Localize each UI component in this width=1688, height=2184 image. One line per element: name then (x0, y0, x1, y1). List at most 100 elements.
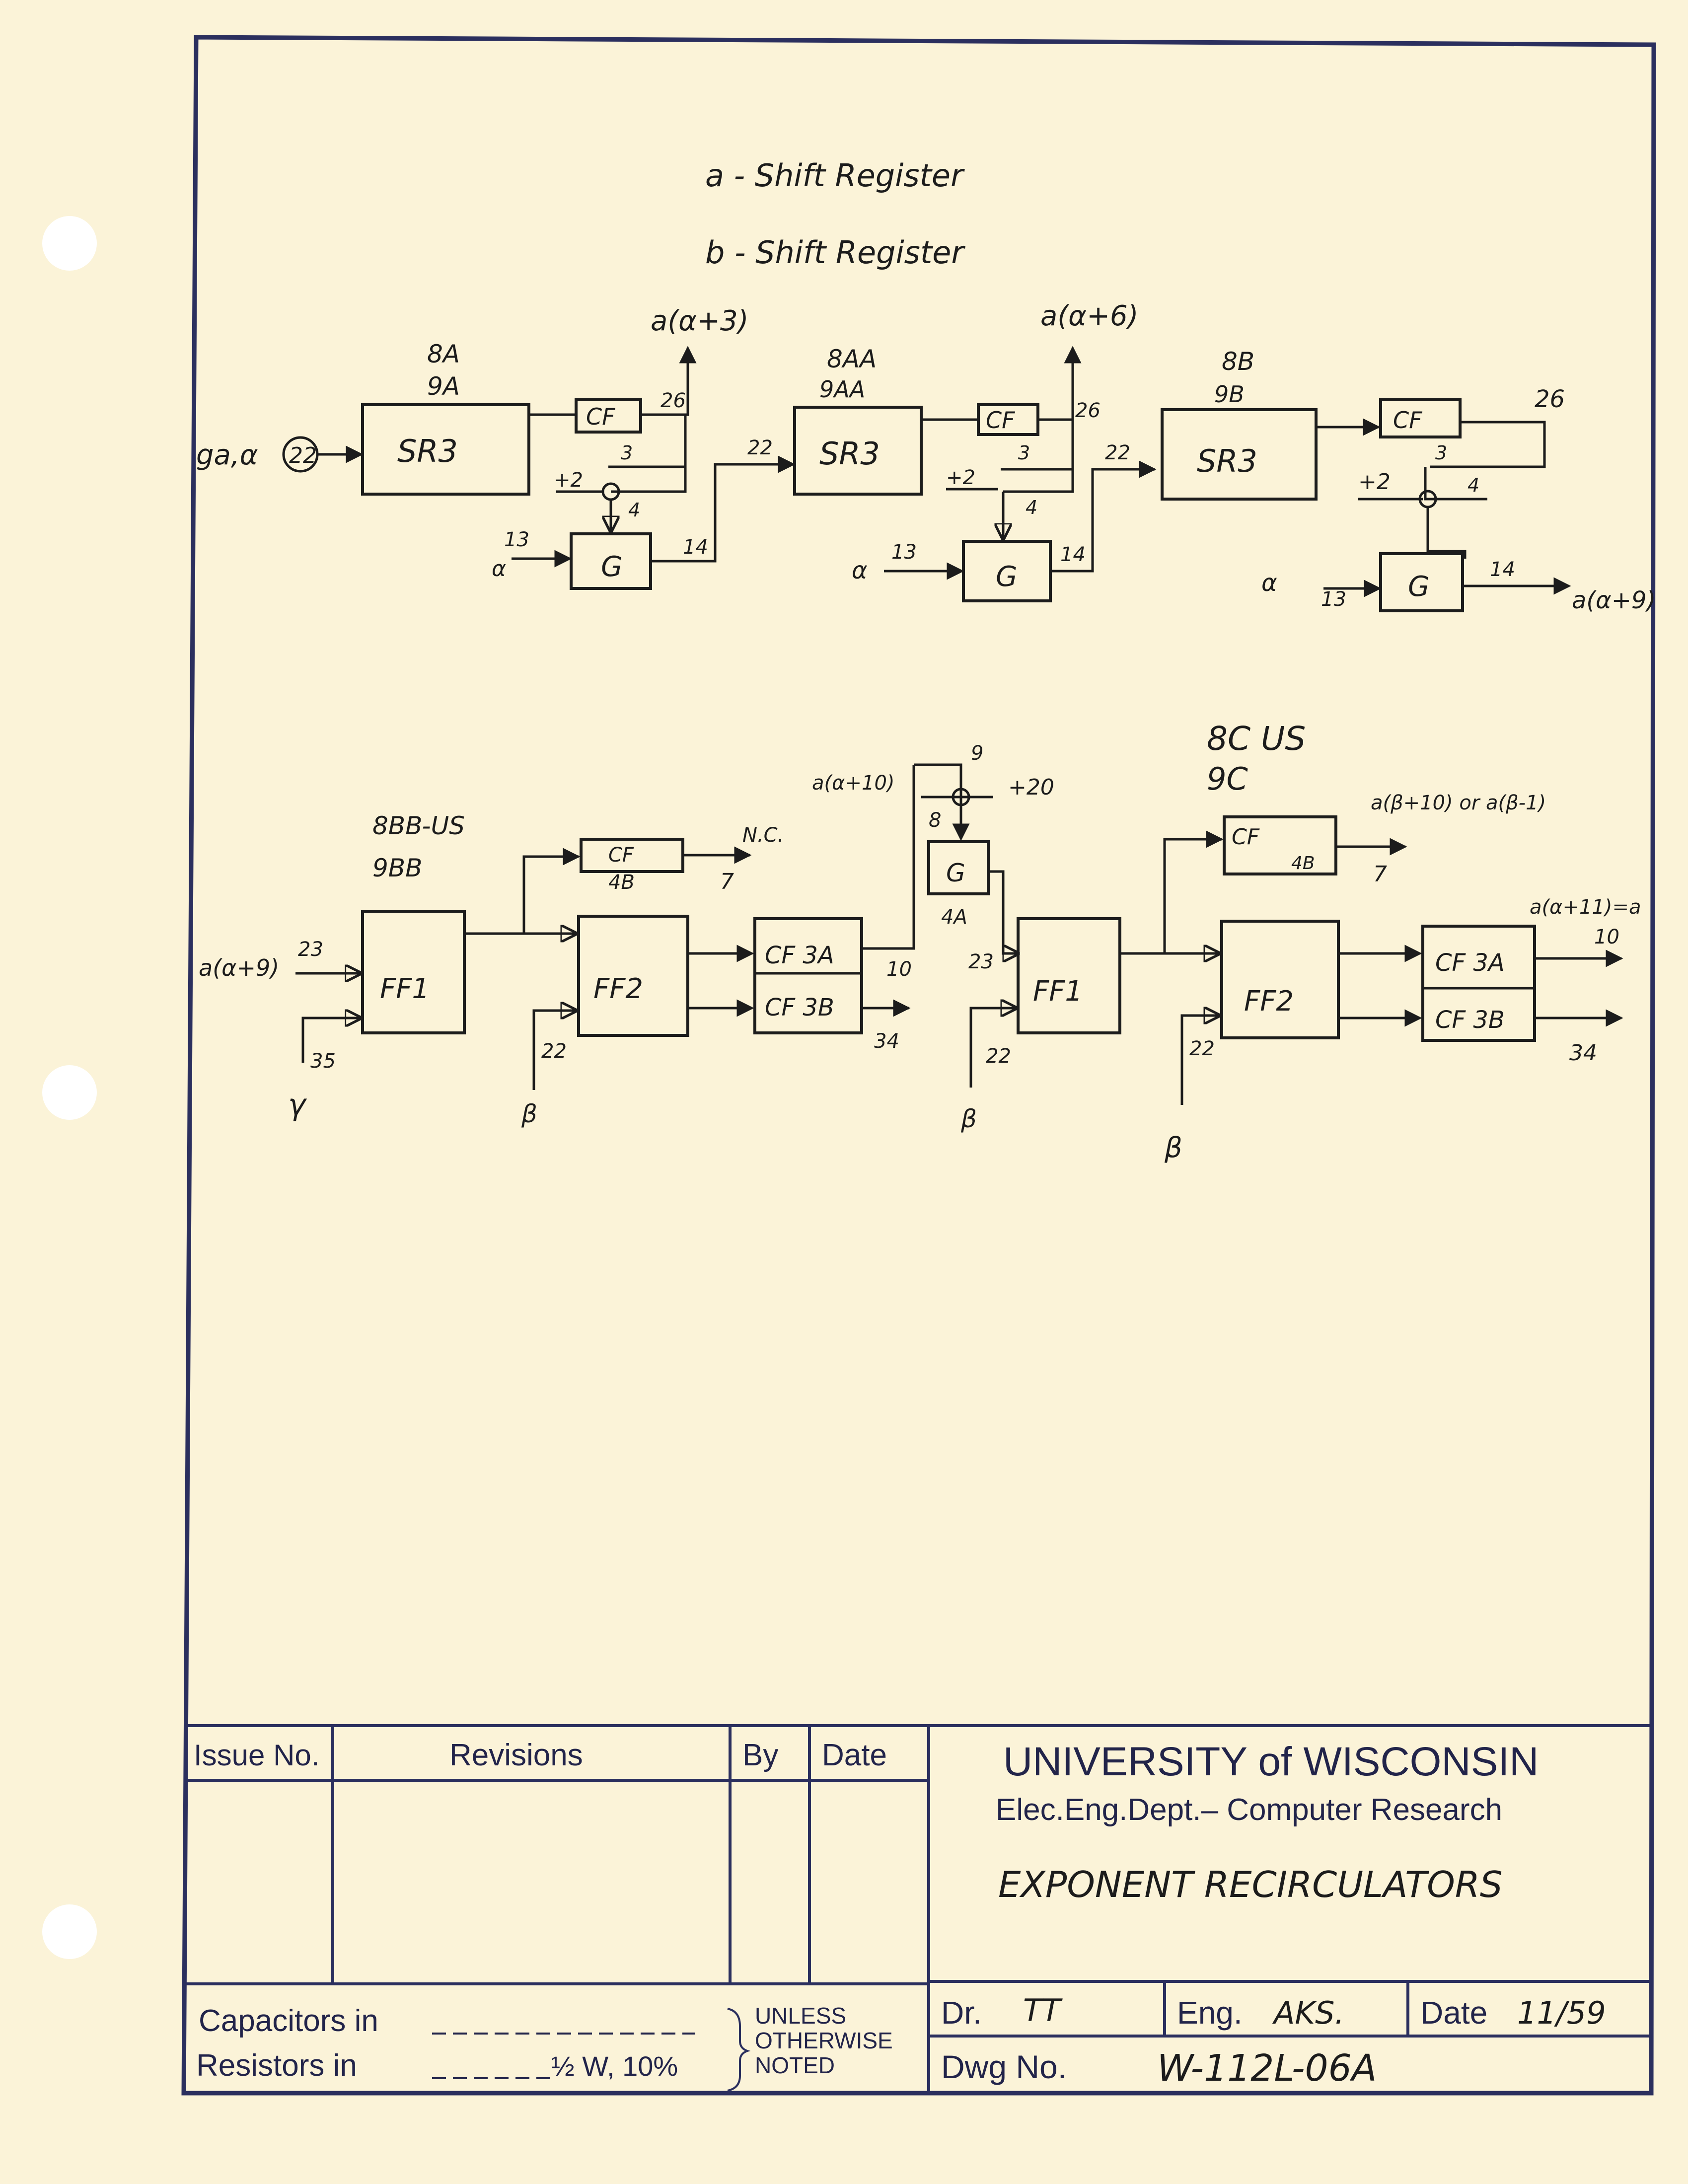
noted-text: NOTED (755, 2052, 835, 2078)
stage3-pin-26: 26 (1535, 385, 1565, 413)
mid-g-block (927, 840, 990, 895)
stage1-label-9a: 9A (427, 372, 460, 401)
header-line-b: b - Shift Register (705, 234, 965, 271)
drawn-by-value: TT (1023, 1992, 1063, 2029)
stage2-pin-13: 13 (891, 541, 917, 564)
stage1-pin-3: 3 (621, 442, 633, 464)
right-pin-34: 34 (1569, 1040, 1597, 1066)
stage2-g-label: G (996, 561, 1017, 593)
resistors-label: Resistors in (196, 2048, 357, 2083)
mid-plus20: +20 (1008, 775, 1054, 800)
stage1-output-wire (641, 346, 697, 416)
stage2-pin-14: 14 (1060, 543, 1086, 566)
drawing-title: EXPONENT RECIRCULATORS (998, 1864, 1503, 1905)
by-header: By (742, 1738, 778, 1772)
unless-brace (727, 2008, 751, 2092)
stage1-output-label: a(α+3) (651, 305, 748, 337)
mid-pin-8: 8 (929, 809, 941, 832)
stage2-cf-label: CF (986, 407, 1015, 434)
right-ff1-label: FF1 (1033, 975, 1083, 1008)
left-pin-10: 10 (886, 958, 912, 981)
punch-hole-top (42, 216, 97, 271)
stage2-output-wire (1038, 346, 1082, 421)
right-ff1-to-cf (1163, 830, 1224, 953)
otherwise-text: OTHERWISE (755, 2028, 893, 2053)
engineer-label: Eng. (1177, 1995, 1243, 2031)
stage1-label-8a: 8A (427, 340, 460, 368)
stage1-pin-4: 4 (628, 499, 640, 521)
stage3-pin-4: 4 (1468, 474, 1479, 496)
left-cf-sub: 4B (608, 871, 635, 894)
dwg-no-label: Dwg No. (941, 2048, 1067, 2085)
sign-date-value: 11/59 (1517, 1995, 1606, 2031)
stage3-g-label: G (1408, 571, 1429, 603)
right-pin-7: 7 (1373, 862, 1387, 887)
stage3-pin-3: 3 (1435, 442, 1447, 464)
stage3-label-8b: 8B (1222, 347, 1254, 376)
title-block: Issue No. Revisions By Date UNIVERSITY o… (184, 1724, 1651, 2093)
mid-g-to-ff1 (988, 870, 1018, 953)
revisions-header: Revisions (449, 1738, 583, 1772)
right-cf-sub: 4B (1291, 853, 1315, 874)
right-label-9c: 9C (1207, 761, 1248, 797)
left-beta-wire (532, 1011, 576, 1090)
bottom-right-group: 8C US 9C FF1 23 22 β CF 4B 7 a(β+10) or … (960, 720, 1641, 1164)
stage2-alpha: α (852, 557, 868, 584)
resistor-spec: ½ W, 10% (551, 2050, 678, 2082)
left-cf3a-output (862, 765, 915, 950)
stage1-feedback-wire (611, 415, 687, 493)
left-pin-34: 34 (874, 1030, 899, 1053)
left-nc-label: N.C. (742, 824, 784, 847)
stage2-label-9aa: 9AA (819, 376, 865, 403)
right-ff1-block (1017, 917, 1121, 1034)
stage-3: 8B 9B SR3 22 CF 26 3 4 +2 G 13 α 14 a(α+… (1105, 347, 1656, 614)
stage1-alpha: α (492, 556, 506, 582)
right-pin-10: 10 (1594, 926, 1619, 948)
right-cf3a-label: CF 3A (1435, 949, 1505, 977)
stage1-input-pin-circle (282, 436, 319, 473)
left-ff1-block (361, 910, 466, 1034)
drawn-by-label: Dr. (941, 1995, 982, 2031)
left-pin-7: 7 (720, 869, 734, 894)
stage3-pin-13: 13 (1321, 588, 1346, 611)
stage1-cf-label: CF (586, 403, 615, 430)
stage2-pin-26: 26 (1075, 399, 1101, 422)
left-ff2-block (577, 915, 689, 1037)
right-ff2-block (1220, 920, 1340, 1039)
stage2-sr3-label: SR3 (819, 436, 880, 472)
right-pin-22b: 22 (1189, 1037, 1215, 1060)
stage1-input-pin: 22 (289, 443, 317, 468)
right-beta-a: β (960, 1104, 977, 1133)
right-pin-23: 23 (968, 950, 994, 973)
stage3-pin-22: 22 (1105, 441, 1130, 464)
stage1-input-label: ga,α (196, 439, 258, 471)
left-input-label: a(α+9) (199, 954, 279, 981)
left-label-9bb: 9BB (372, 854, 422, 882)
right-cf3-block (1421, 925, 1536, 1042)
left-gamma-wire (301, 1018, 361, 1063)
left-label-8bb: 8BB-US (372, 811, 465, 840)
punch-hole-bottom (42, 1904, 97, 1959)
left-ff2-label: FF2 (593, 973, 643, 1005)
stage3-plus2: +2 (1358, 469, 1391, 495)
stage3-sr3-label: SR3 (1197, 443, 1257, 479)
right-cf3b-label: CF 3B (1435, 1006, 1505, 1034)
stage3-cf-block (1379, 398, 1462, 438)
stage1-pin-26: 26 (661, 389, 686, 412)
stage2-sr3-block (793, 406, 923, 496)
bottom-left-group: 8BB-US 9BB FF1 a(α+9) 23 35 γ CF 4B N.C.… (199, 765, 915, 1128)
unless-text: UNLESS (755, 2003, 846, 2029)
left-cf-label: CF (608, 844, 634, 867)
mid-g-label: G (946, 859, 965, 887)
right-label-8c: 8C US (1207, 720, 1306, 758)
stage3-pin-14: 14 (1490, 558, 1515, 581)
stage2-label-8aa: 8AA (827, 345, 877, 373)
punch-hole-middle (42, 1065, 97, 1120)
stage2-pin-3: 3 (1018, 442, 1030, 464)
left-cf3b-label: CF 3B (765, 994, 834, 1021)
stage2-pin-22: 22 (747, 437, 773, 459)
stage1-pin-14: 14 (683, 536, 708, 559)
date-header: Date (822, 1738, 887, 1772)
